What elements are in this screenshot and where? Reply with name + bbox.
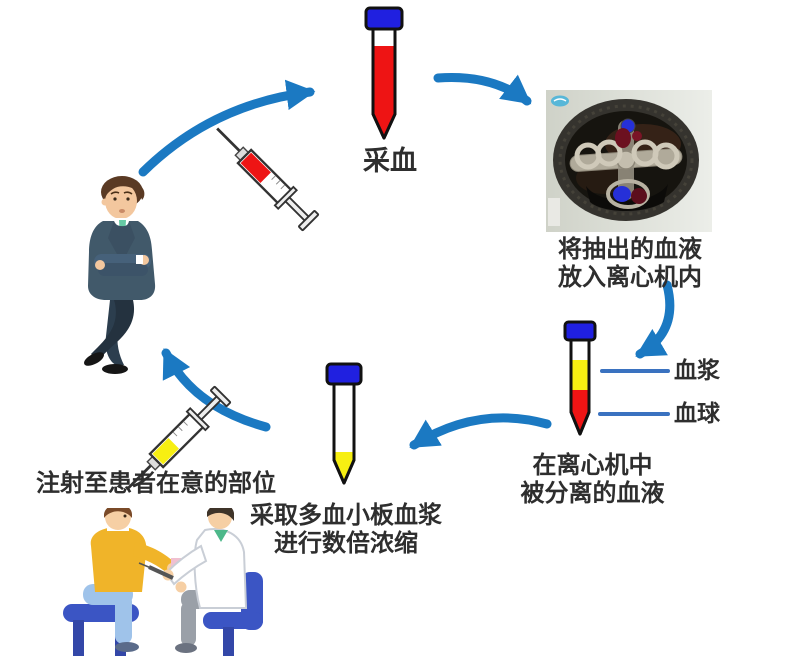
plasma-tube-icon	[325, 362, 363, 485]
standing-man-illustration	[84, 176, 156, 374]
red-syringe-icon	[200, 112, 330, 242]
arrow-separated-to-concentrate	[409, 413, 552, 450]
concentrate-caption-line2: 进行数倍浓缩	[274, 529, 418, 557]
separated-caption-line1: 在离心机中	[532, 452, 653, 479]
blood-tube-icon	[364, 6, 404, 140]
arrow-concentrate-to-inject	[161, 348, 271, 432]
injection-scene-illustration	[63, 508, 263, 656]
concentrate-caption: 采取多血小板血浆 进行数倍浓缩	[246, 502, 446, 558]
arrow-collect-to-centrifuge	[433, 73, 532, 106]
plasma-callout-label: 血浆	[674, 357, 720, 383]
centrifuge-caption-line2: 放入离心机内	[558, 263, 702, 291]
centrifuge-caption: 将抽出的血液 放入离心机内	[544, 236, 716, 292]
arrow-centrifuge-to-separated	[635, 280, 675, 359]
centrifuge-photo	[546, 90, 712, 232]
collect-label: 采血	[363, 146, 417, 176]
centrifuge-caption-line1: 将抽出的血液	[558, 236, 702, 263]
concentrate-caption-line1: 采取多血小板血浆	[250, 502, 442, 529]
yellow-syringe-icon	[112, 375, 242, 505]
separated-caption: 在离心机中 被分离的血液	[505, 452, 680, 508]
separated-caption-line2: 被分离的血液	[520, 479, 665, 507]
cells-callout-label: 血球	[674, 400, 720, 426]
inject-label: 注射至患者在意的部位	[36, 470, 276, 497]
separated-tube-icon	[563, 320, 597, 436]
arrow-man-to-collect	[138, 79, 316, 177]
